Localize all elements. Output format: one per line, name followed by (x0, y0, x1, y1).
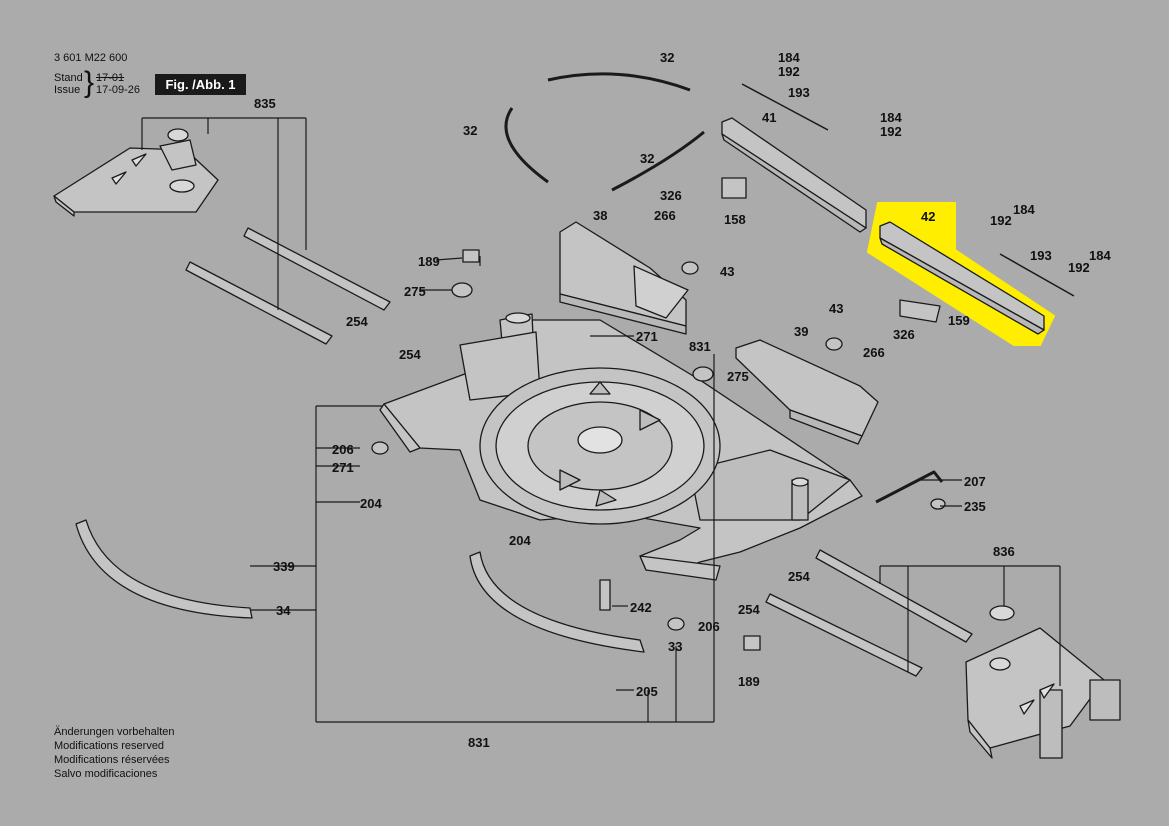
part-label-32-top[interactable]: 32 (660, 50, 675, 65)
right-extension-support-836 (965, 605, 1121, 759)
rod-193-a (741, 83, 829, 131)
part-label-189-a[interactable]: 189 (418, 254, 440, 269)
bevel-scale-34 (75, 519, 253, 619)
part-label-41[interactable]: 41 (762, 110, 777, 125)
screw-242 (599, 579, 611, 611)
lower-rail-33 (469, 551, 645, 653)
knob-275-right (692, 366, 714, 382)
rod-right-lower (765, 593, 923, 677)
part-label-32-left[interactable]: 32 (463, 123, 478, 138)
issue-value: 17-09-26 (96, 84, 141, 96)
label-189-top (462, 249, 480, 263)
sliding-fence-42[interactable] (879, 221, 1045, 335)
part-label-266-b[interactable]: 266 (863, 345, 885, 360)
part-label-38[interactable]: 38 (593, 208, 608, 223)
note-en: Modifications reserved (54, 740, 165, 752)
rail-32-mid (611, 130, 705, 192)
part-label-836[interactable]: 836 (993, 544, 1015, 559)
part-label-158[interactable]: 158 (724, 212, 746, 227)
part-label-32-mid[interactable]: 32 (640, 151, 655, 166)
note-es: Salvo modificaciones (54, 768, 158, 780)
part-label-34[interactable]: 34 (276, 603, 291, 618)
note-fr: Modifications réservées (54, 754, 170, 766)
rod-193-b (999, 253, 1075, 297)
knob-275-left (451, 282, 473, 298)
nut-206-right (667, 617, 685, 631)
part-label-184-b[interactable]: 184 (880, 110, 902, 125)
part-label-184-d[interactable]: 184 (1089, 248, 1111, 263)
note-de: Änderungen vorbehalten (54, 726, 175, 738)
part-label-271-a[interactable]: 271 (636, 329, 658, 344)
figure-title: Fig. /Abb. 1 (155, 74, 246, 95)
part-label-43-a[interactable]: 43 (720, 264, 735, 279)
part-label-184-c[interactable]: 184 (1013, 202, 1035, 217)
part-label-235[interactable]: 235 (964, 499, 986, 514)
part-label-192-a[interactable]: 192 (778, 64, 800, 79)
part-label-159[interactable]: 159 (948, 313, 970, 328)
part-label-184-a[interactable]: 184 (778, 50, 800, 65)
part-label-271-b[interactable]: 271 (332, 460, 354, 475)
part-label-266-a[interactable]: 266 (654, 208, 676, 223)
nut-206-left (371, 441, 389, 455)
modification-notes: Änderungen vorbehalten Modifications res… (54, 725, 174, 781)
part-label-205[interactable]: 205 (636, 684, 658, 699)
part-label-207[interactable]: 207 (964, 474, 986, 489)
hex-key-207 (875, 470, 944, 504)
part-label-206-b[interactable]: 206 (698, 619, 720, 634)
rod-left-lower (185, 261, 333, 345)
rail-32-left (504, 107, 549, 184)
part-label-275-a[interactable]: 275 (404, 284, 426, 299)
part-label-193-b[interactable]: 193 (1030, 248, 1052, 263)
label-158 (721, 177, 747, 199)
part-label-254-c[interactable]: 254 (788, 569, 810, 584)
leader-lines (141, 117, 1061, 723)
stand-value: 17-01 (96, 72, 125, 84)
part-label-43-b[interactable]: 43 (829, 301, 844, 316)
part-label-192-b[interactable]: 192 (880, 124, 902, 139)
part-label-192-d[interactable]: 192 (1068, 260, 1090, 275)
stand-label: Stand (54, 72, 83, 84)
rail-32-top (547, 72, 691, 92)
turntable (479, 367, 721, 525)
part-label-39[interactable]: 39 (794, 324, 809, 339)
part-label-204-a[interactable]: 204 (360, 496, 382, 511)
part-label-275-b[interactable]: 275 (727, 369, 749, 384)
part-label-831-a[interactable]: 831 (689, 339, 711, 354)
part-label-204-b[interactable]: 204 (509, 533, 531, 548)
left-fence-38 (559, 221, 689, 335)
rod-left-upper (243, 227, 391, 311)
part-label-339[interactable]: 339 (273, 559, 295, 574)
part-label-193-a[interactable]: 193 (788, 85, 810, 100)
part-label-835[interactable]: 835 (254, 96, 276, 111)
part-label-206-a[interactable]: 206 (332, 442, 354, 457)
rod-right-upper (815, 549, 973, 643)
part-label-326-a[interactable]: 326 (660, 188, 682, 203)
right-fence-39 (735, 339, 879, 445)
sliding-fence-41 (721, 117, 867, 233)
document-code: 3 601 M22 600 (54, 52, 128, 64)
part-label-192-c[interactable]: 192 (990, 213, 1012, 228)
part-label-33[interactable]: 33 (668, 639, 683, 654)
knob-43-lower (825, 337, 843, 351)
part-label-42[interactable]: 42 (921, 209, 936, 224)
issue-label: Issue (54, 84, 81, 96)
brace-glyph: } (84, 66, 95, 99)
part-label-189-b[interactable]: 189 (738, 674, 760, 689)
knob-43-upper (681, 261, 699, 275)
part-label-326-b[interactable]: 326 (893, 327, 915, 342)
left-extension-support-835 (53, 128, 219, 217)
part-label-254-a[interactable]: 254 (346, 314, 368, 329)
label-189-bottom (743, 635, 761, 651)
washer-235 (930, 498, 946, 510)
label-159 (899, 299, 941, 323)
part-label-242[interactable]: 242 (630, 600, 652, 615)
part-label-254-d[interactable]: 254 (738, 602, 760, 617)
part-label-254-b[interactable]: 254 (399, 347, 421, 362)
part-label-831-b[interactable]: 831 (468, 735, 490, 750)
